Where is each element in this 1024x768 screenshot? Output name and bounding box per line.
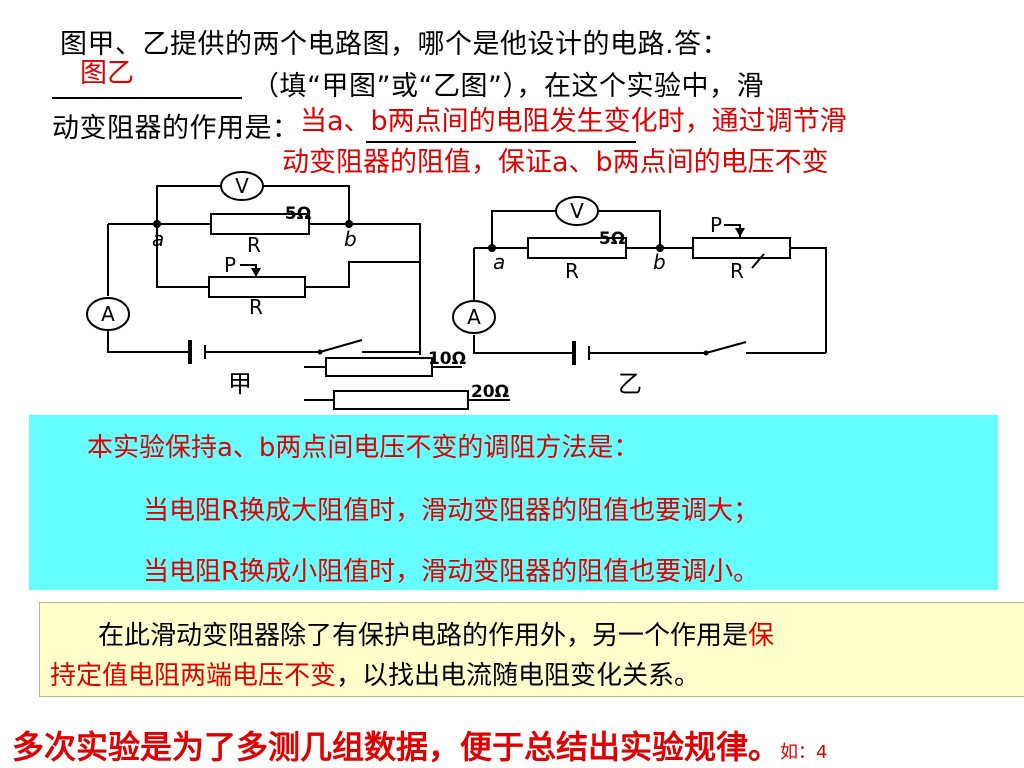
spare-resistor-10: [325, 357, 433, 377]
switch-jia: [317, 349, 323, 355]
role-text-red-2: 持定值电阻两端电压不变: [50, 661, 337, 691]
fill-answer: 图乙: [80, 58, 134, 89]
caption-yi: 乙: [618, 370, 642, 398]
fixed-resistor-label-jia: R: [247, 233, 261, 257]
slider-label-yi: P: [710, 213, 722, 237]
point-b-yi: b: [653, 250, 666, 274]
junction-a-yi: [488, 244, 496, 252]
voltmeter-label-jia: V: [235, 174, 249, 198]
method-rule-small: 当电阻R换成小阻值时，滑动变阻器的阻值也要调小。: [143, 557, 760, 587]
rheostat-yi: [692, 237, 791, 259]
answer-line-2: 动变阻器的阻值，保证a、b两点间的电压不变: [282, 147, 829, 178]
junction-b-yi: [656, 244, 664, 252]
caption-jia: 甲: [228, 370, 252, 398]
role-text-line-2: 持定值电阻两端电压不变，以找出电流随电阻变化关系。: [50, 655, 700, 692]
circuit-jia: [107, 185, 421, 355]
question-line-2: （填“甲图”或“乙图”），在这个实验中，滑: [252, 71, 764, 102]
spare-resistor-20: [333, 390, 469, 410]
voltmeter-jia: [220, 171, 264, 201]
fixed-resistor-value-jia: 5Ω: [285, 204, 311, 224]
ammeter-label-yi: A: [467, 305, 481, 329]
role-text-before: 在此滑动变阻器除了有保护电路的作用外，另一个作用是: [98, 621, 749, 651]
circuit-yi: [473, 210, 827, 354]
slider-label-jia: P: [224, 253, 236, 277]
point-a-yi: a: [493, 250, 505, 274]
method-title: 本实验保持a、b两点间电压不变的调阻方法是：: [87, 433, 640, 463]
rheostat-label-jia: R: [249, 295, 263, 319]
conclusion-text: 多次实验是为了多测几组数据，便于总结出实验规律。: [12, 728, 781, 766]
ammeter-jia: [86, 297, 130, 331]
question-line-1: 图甲、乙提供的两个电路图，哪个是他设计的电路.答：: [60, 29, 730, 60]
role-box: 在此滑动变阻器除了有保护电路的作用外，另一个作用是保 持定值电阻两端电压不变，以…: [39, 602, 1024, 697]
voltmeter-yi: [555, 196, 599, 226]
rheostat-jia: [208, 276, 306, 298]
method-rule-large: 当电阻R换成大阻值时，滑动变阻器的阻值也要调大；: [143, 496, 760, 526]
conclusion-note: 如：4: [780, 742, 828, 763]
role-text-after: ，以找出电流随电阻变化关系。: [336, 661, 701, 691]
point-a-jia: a: [152, 227, 164, 251]
method-box: 本实验保持a、b两点间电压不变的调阻方法是： 当电阻R换成大阻值时，滑动变阻器的…: [29, 415, 998, 590]
spare-resistor-label-10: 10Ω: [428, 349, 466, 369]
ammeter-yi: [452, 300, 496, 334]
role-text-red-1: 保: [748, 621, 775, 651]
role-text-line-1: 在此滑动变阻器除了有保护电路的作用外，另一个作用是保: [98, 615, 774, 652]
answer-blank: [52, 95, 242, 99]
fixed-resistor-jia: [210, 213, 310, 235]
fixed-resistor-value-yi: 5Ω: [599, 229, 625, 249]
answer-line-1: 当a、b两点间的电阻发生变化时，通过调节滑: [300, 106, 847, 137]
junction-a-jia: [153, 220, 161, 228]
battery-yi: [572, 341, 590, 365]
circuit-diagrams: V A V A a b a b R R R R P P 甲 乙 5Ω 5Ω 10…: [86, 171, 827, 410]
slider-arrow-jia: [251, 268, 261, 277]
ammeter-label-jia: A: [101, 302, 115, 326]
answer-blank-2: [366, 139, 636, 143]
junction-b-jia: [345, 220, 353, 228]
fixed-resistor-label-yi: R: [565, 259, 579, 283]
switch-yi: [703, 350, 709, 356]
voltmeter-label-yi: V: [570, 199, 584, 223]
spare-resistors: [304, 366, 510, 401]
point-b-jia: b: [344, 227, 357, 251]
slider-arrow-yi: [735, 228, 745, 237]
fixed-resistor-yi: [527, 237, 627, 259]
question-line-3: 动变阻器的作用是：: [52, 113, 300, 144]
battery-jia: [188, 340, 206, 364]
conclusion: 多次实验是为了多测几组数据，便于总结出实验规律。如：4: [12, 722, 827, 768]
spare-resistor-label-20: 20Ω: [471, 382, 509, 402]
rheostat-label-yi: R: [730, 259, 744, 283]
